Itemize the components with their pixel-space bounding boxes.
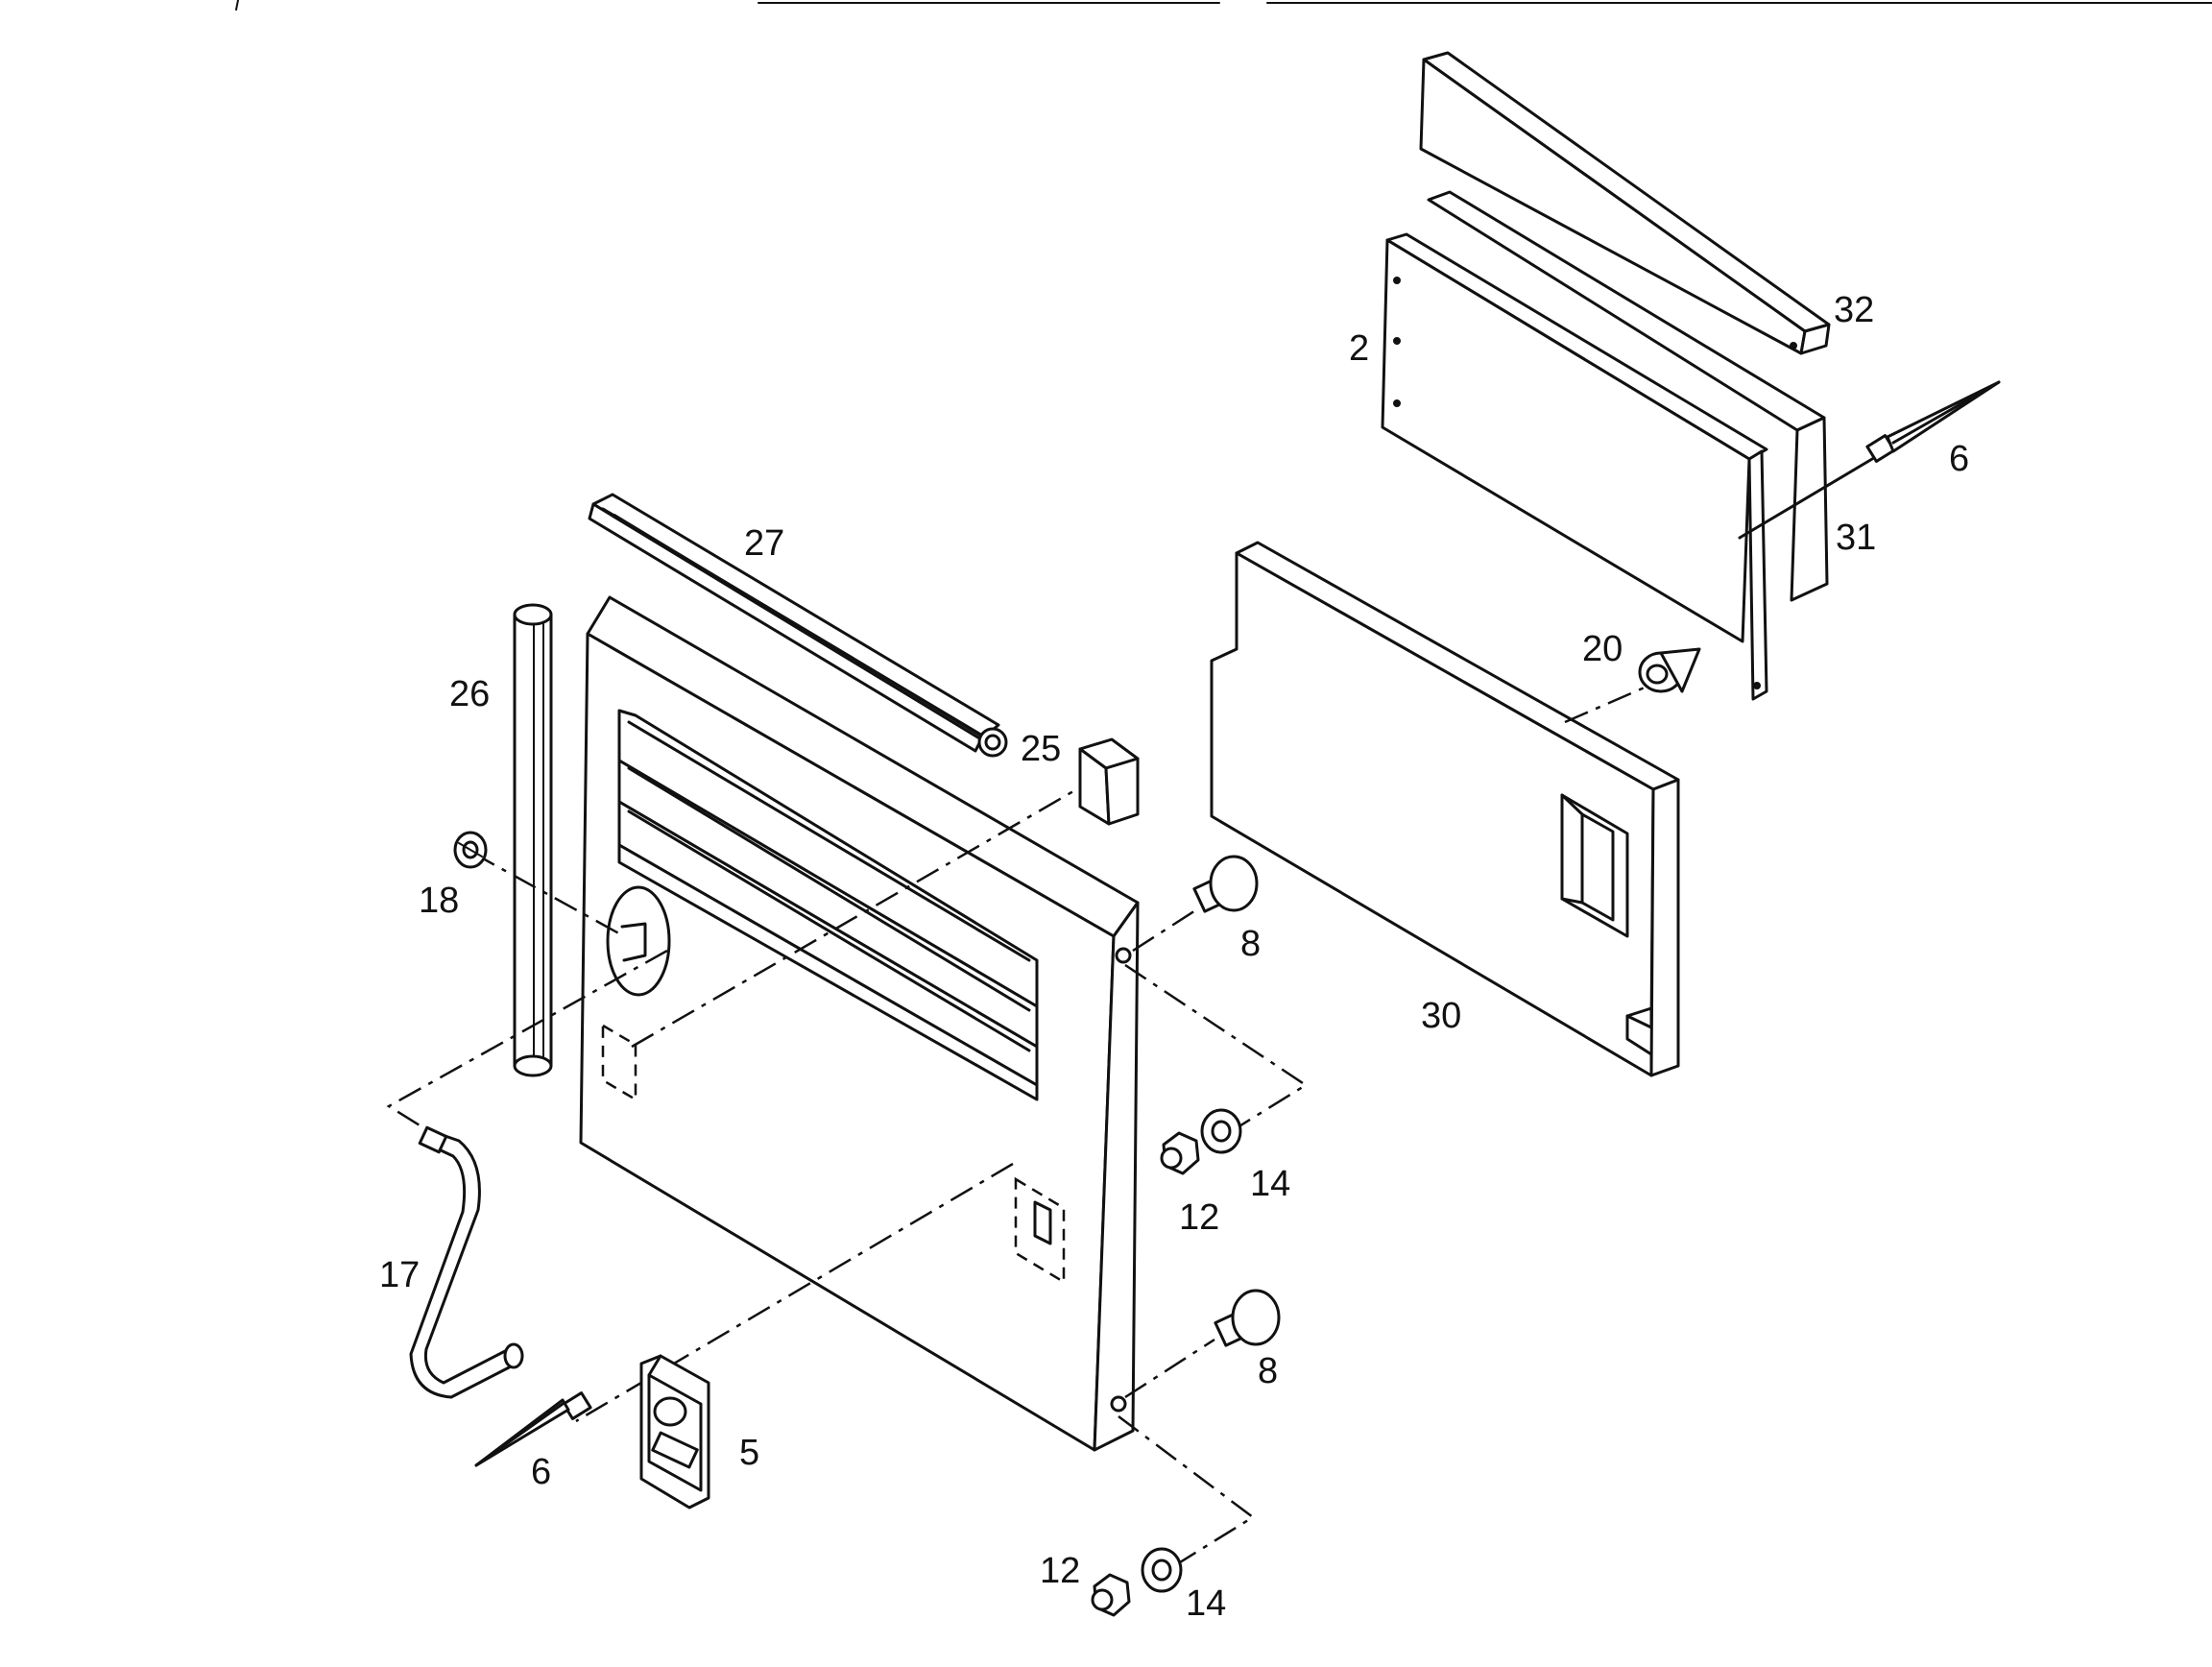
callout-6-upper: 6 xyxy=(1949,439,1969,479)
callout-31: 31 xyxy=(1836,518,1876,558)
assembly-centerlines xyxy=(386,785,1309,1577)
callout-14-upper: 14 xyxy=(1250,1164,1290,1204)
callout-2: 2 xyxy=(1349,328,1369,369)
callout-30: 30 xyxy=(1421,996,1461,1036)
callout-18: 18 xyxy=(419,881,459,921)
callout-12-lower: 12 xyxy=(1040,1551,1080,1591)
top-border-lines xyxy=(235,0,2212,11)
part-8-knob-upper xyxy=(1132,855,1259,953)
part-17-rod xyxy=(409,1125,524,1399)
part-12-nut-lower xyxy=(1091,1573,1131,1617)
callout-17: 17 xyxy=(379,1255,420,1295)
part-25-small-block xyxy=(1078,737,1140,826)
callout-32: 32 xyxy=(1834,290,1874,330)
part-31-foam-block xyxy=(1427,190,1829,602)
part-18-grommet xyxy=(453,831,625,938)
callout-5: 5 xyxy=(739,1433,759,1473)
callout-8-upper: 8 xyxy=(1240,924,1261,964)
part-20-bumper xyxy=(1564,647,1701,724)
callout-12-upper: 12 xyxy=(1179,1197,1219,1238)
part-27-top-trim xyxy=(588,493,1008,758)
part-5-latch xyxy=(639,1354,710,1510)
part-2-panel xyxy=(1381,232,1768,701)
part-26-side-trim xyxy=(513,603,553,1077)
callout-labels: 32 2 6 31 27 26 20 25 18 8 30 14 12 17 8… xyxy=(379,290,1969,1624)
part-14-washer-lower xyxy=(1141,1547,1183,1593)
callout-20: 20 xyxy=(1582,629,1623,669)
part-6-pin-lower xyxy=(474,1391,592,1467)
callout-14-lower: 14 xyxy=(1186,1583,1226,1624)
part-8-knob-lower xyxy=(1124,1289,1281,1399)
callout-25: 25 xyxy=(1021,729,1061,769)
callout-26: 26 xyxy=(449,674,490,714)
callout-8-lower: 8 xyxy=(1258,1351,1278,1391)
callout-27: 27 xyxy=(744,523,784,564)
part-12-nut-upper xyxy=(1160,1131,1200,1175)
part-14-washer-upper xyxy=(1200,1108,1242,1154)
callout-6-lower: 6 xyxy=(531,1452,551,1492)
part-32-foam-strip xyxy=(1419,51,1831,355)
part-6-pin-upper xyxy=(1738,380,2001,540)
part-30-rear-panel xyxy=(1210,541,1680,1077)
main-front-panel xyxy=(579,595,1140,1452)
